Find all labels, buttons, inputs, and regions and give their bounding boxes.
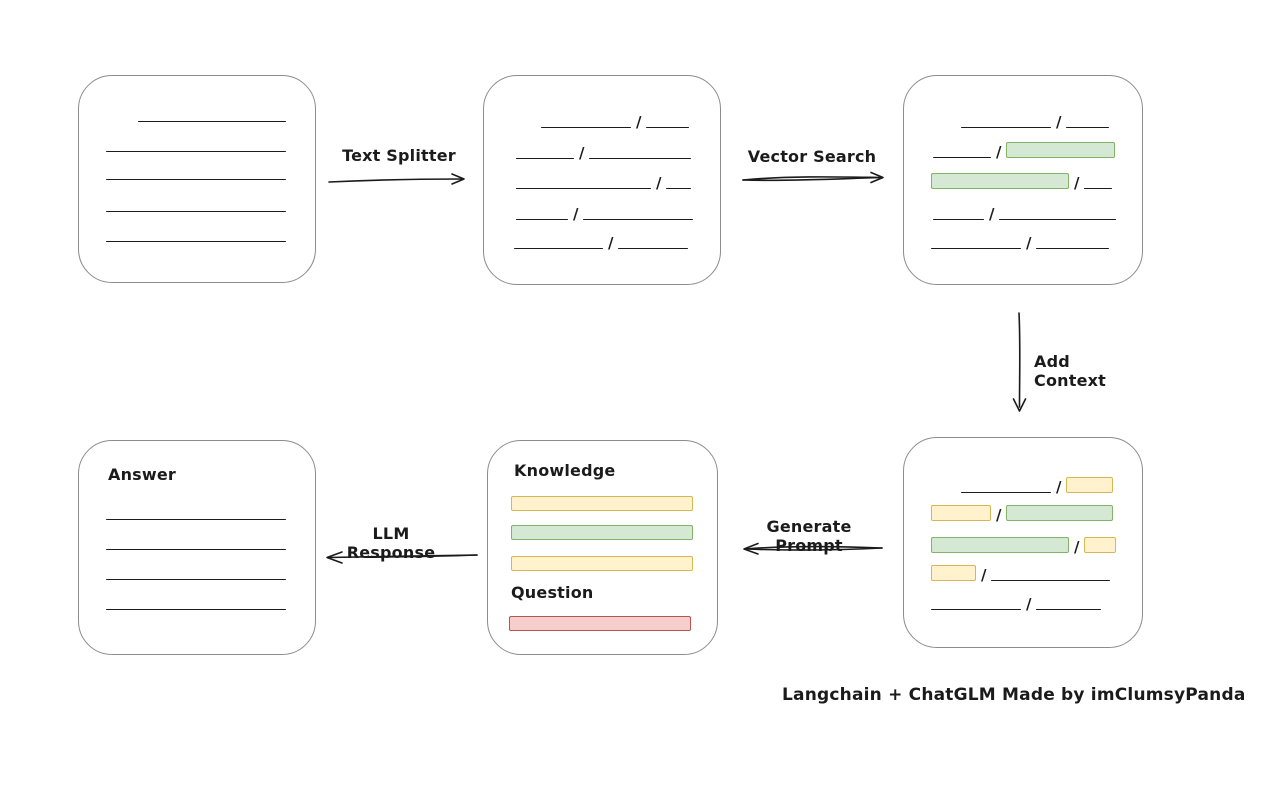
chunk-row: /	[931, 563, 1111, 584]
text-line	[106, 519, 286, 520]
slash-separator: /	[579, 144, 585, 162]
matched-chunks-box: / / / / /	[903, 75, 1143, 285]
generate-prompt-arrow	[743, 542, 883, 555]
text-line	[589, 158, 692, 159]
text-line	[933, 157, 991, 158]
answer-box: Answer	[78, 440, 316, 655]
text-line	[516, 158, 574, 159]
text-splitter-label: Text Splitter	[342, 146, 456, 165]
slash-separator: /	[1074, 538, 1080, 556]
text-line	[106, 211, 286, 212]
text-line	[933, 219, 984, 220]
text-line	[106, 241, 286, 242]
slash-separator: /	[989, 205, 995, 223]
credit-text: Langchain + ChatGLM Made by imClumsyPand…	[782, 685, 1246, 705]
slash-separator: /	[1026, 234, 1032, 252]
chunk-row: /	[516, 171, 692, 192]
slash-separator: /	[1056, 113, 1062, 131]
text-line	[138, 121, 286, 122]
answer-label: Answer	[108, 465, 177, 484]
knowledge-bar-green	[511, 525, 693, 540]
llm-response-arrow	[326, 551, 478, 564]
text-line	[106, 579, 286, 580]
text-line	[931, 609, 1021, 610]
text-line	[961, 127, 1051, 128]
slash-separator: /	[996, 506, 1002, 524]
chunk-row: /	[931, 171, 1113, 192]
text-line	[1066, 127, 1110, 128]
text-line	[1036, 248, 1110, 249]
slash-separator: /	[573, 205, 579, 223]
slash-separator: /	[608, 234, 614, 252]
highlight-green-chip	[931, 173, 1069, 189]
text-splitter-arrow	[328, 173, 465, 185]
text-line	[583, 219, 694, 220]
vector-search-arrow	[742, 171, 884, 184]
text-line	[514, 248, 603, 249]
question-bar-red	[509, 616, 691, 631]
text-line	[991, 580, 1111, 581]
highlight-green-chip	[1006, 142, 1116, 158]
slash-separator: /	[981, 566, 987, 584]
highlight-green-chip	[931, 537, 1069, 553]
text-line	[106, 549, 286, 550]
slash-separator: /	[996, 143, 1002, 161]
text-line	[106, 609, 286, 610]
chunk-row: /	[933, 140, 1116, 161]
slash-separator: /	[1056, 478, 1062, 496]
chunk-row: /	[516, 141, 692, 162]
text-line	[516, 219, 568, 220]
knowledge-bar-yellow	[511, 556, 693, 571]
text-line	[666, 188, 692, 189]
chunk-row: /	[931, 535, 1117, 556]
knowledge-bar-yellow	[511, 496, 693, 511]
source-document-box	[78, 75, 316, 283]
slash-separator: /	[656, 174, 662, 192]
context-chunks-box: / / / / /	[903, 437, 1143, 648]
slash-separator: /	[1074, 174, 1080, 192]
text-line	[961, 492, 1051, 493]
text-line	[106, 151, 286, 152]
add-context-label: Add Context	[1034, 352, 1106, 390]
question-label: Question	[511, 583, 594, 602]
text-line	[541, 127, 631, 128]
chunk-row: /	[933, 202, 1117, 223]
highlight-yellow-chip	[1066, 477, 1114, 493]
prompt-box: Knowledge Question	[487, 440, 718, 655]
text-line	[999, 219, 1117, 220]
add-context-arrow	[1012, 312, 1027, 412]
highlight-yellow-chip	[931, 505, 991, 521]
text-line	[646, 127, 690, 128]
chunk-row: /	[541, 110, 690, 131]
slash-separator: /	[636, 113, 642, 131]
chunk-row: /	[961, 475, 1114, 496]
text-line	[1036, 609, 1102, 610]
text-line	[931, 248, 1021, 249]
slash-separator: /	[1026, 595, 1032, 613]
text-line	[516, 188, 651, 189]
highlight-yellow-chip	[931, 565, 976, 581]
knowledge-label: Knowledge	[514, 461, 616, 480]
text-line	[618, 248, 689, 249]
highlight-yellow-chip	[1084, 537, 1117, 553]
split-chunks-box: / / / / /	[483, 75, 721, 285]
highlight-green-chip	[1006, 505, 1114, 521]
chunk-row: /	[514, 231, 689, 252]
chunk-row: /	[931, 503, 1114, 524]
text-line	[1084, 188, 1113, 189]
text-line	[106, 179, 286, 180]
chunk-row: /	[931, 231, 1110, 252]
chunk-row: /	[931, 592, 1102, 613]
chunk-row: /	[961, 110, 1110, 131]
vector-search-label: Vector Search	[747, 147, 877, 166]
chunk-row: /	[516, 202, 694, 223]
